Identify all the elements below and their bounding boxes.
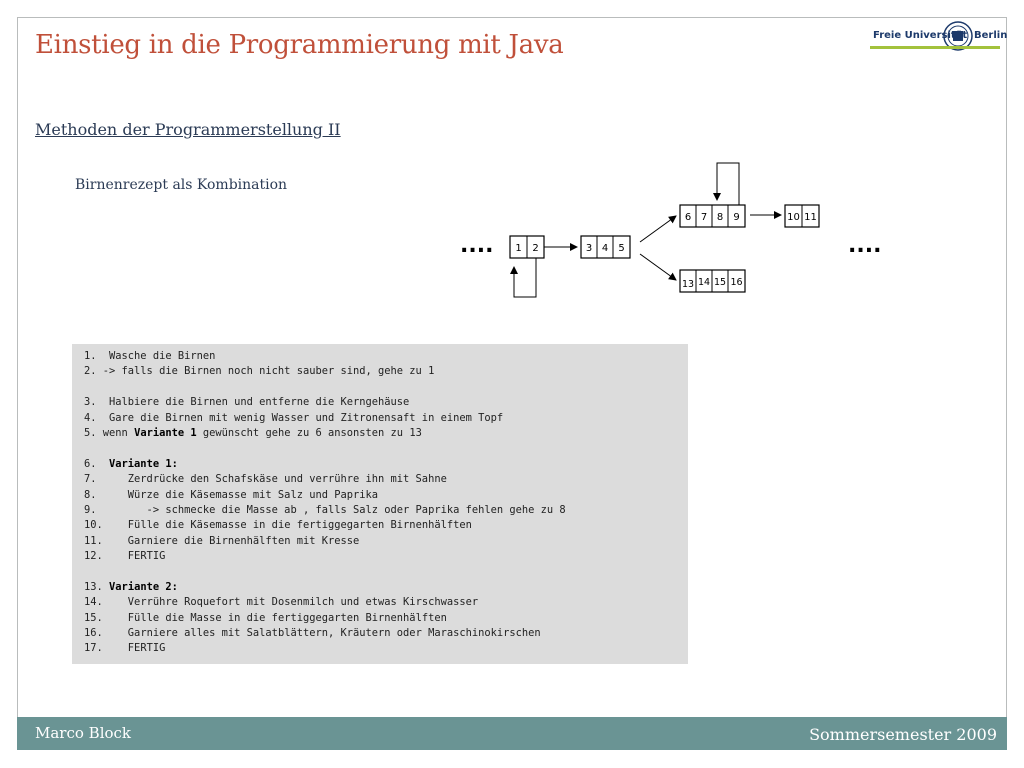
box-cell: 5	[618, 243, 624, 254]
box-cell: 3	[586, 243, 592, 254]
line-text	[97, 458, 110, 470]
line-number: 12.	[84, 550, 103, 563]
arrow-b-c	[639, 215, 677, 243]
line-text: -> falls die Birnen noch nicht sauber si…	[96, 365, 435, 378]
step-box-1-2: 1 2	[509, 235, 545, 259]
line-number: 5.	[84, 426, 97, 439]
line-text: FERTIG	[102, 550, 166, 563]
line-text: Fülle die Käsemasse in die fertiggegarte…	[102, 519, 472, 532]
box-cell: 16	[730, 277, 742, 288]
box-cell: 10	[787, 212, 800, 223]
diagram-caption: Birnenrezept als Kombination	[75, 177, 288, 193]
code-line: 9. -> schmecke die Masse ab , falls Salz…	[84, 503, 676, 518]
code-line: 6. Variante 1:	[84, 457, 676, 472]
ellipsis-right: ....	[848, 233, 881, 258]
box-cell: 15	[714, 277, 726, 288]
line-bold-text: Variante 1	[134, 426, 197, 439]
line-text: wenn	[96, 426, 135, 439]
code-line: 4. Gare die Birnen mit wenig Wasser und …	[84, 411, 676, 426]
code-line: 10. Fülle die Käsemasse in die fertiggeg…	[84, 518, 676, 533]
footer-semester: Sommersemester 2009	[809, 725, 997, 744]
line-number: 8.	[84, 488, 97, 501]
code-line: 17. FERTIG	[84, 641, 676, 656]
code-line: 14. Verrühre Roquefort mit Dosenmilch un…	[84, 595, 676, 610]
line-text: Garniere die Birnenhälften mit Kresse	[102, 534, 360, 547]
line-text: Gare die Birnen mit wenig Wasser und Zit…	[96, 411, 504, 424]
line-bold-text: Variante 1:	[109, 457, 178, 470]
line-bold-text: Variante 2:	[109, 580, 178, 593]
line-text: -> schmecke die Masse ab , falls Salz od…	[96, 503, 566, 516]
box-cell: 7	[701, 212, 707, 223]
box-cell: 8	[717, 212, 723, 223]
code-line	[84, 380, 676, 395]
line-number: 1.	[84, 350, 97, 362]
step-box-3-5: 3 4 5	[580, 235, 631, 259]
code-line: 3. Halbiere die Birnen und entferne die …	[84, 395, 676, 410]
ellipsis-left: ....	[460, 233, 493, 258]
code-line: 11. Garniere die Birnenhälften mit Kress…	[84, 534, 676, 549]
line-text: Verrühre Roquefort mit Dosenmilch und et…	[102, 596, 479, 609]
code-line: 1. Wasche die Birnen	[84, 349, 676, 364]
box-cell: 11	[804, 212, 817, 223]
line-number: 11.	[84, 534, 103, 547]
code-line: 13. Variante 2:	[84, 580, 676, 595]
box-cell: 4	[602, 243, 608, 254]
footer-author: Marco Block	[35, 724, 132, 742]
loop-arrow-1-2	[510, 258, 537, 298]
section-heading: Methoden der Programmerstellung II	[35, 120, 341, 139]
line-text: Garniere alles mit Salatblättern, Kräute…	[102, 627, 541, 640]
line-text: FERTIG	[102, 642, 166, 655]
line-number: 14.	[84, 596, 103, 609]
logo-accent-bar	[870, 46, 1000, 49]
code-line	[84, 564, 676, 579]
line-text: Halbiere die Birnen und entferne die Ker…	[96, 396, 410, 409]
box-cell: 14	[698, 277, 710, 288]
logo-left-text: Freie Universität	[873, 30, 968, 41]
step-box-6-9: 6 7 8 9	[679, 204, 746, 228]
line-number: 3.	[84, 396, 97, 409]
box-cell: 2	[532, 243, 538, 254]
line-number: 4.	[84, 411, 97, 424]
code-line	[84, 441, 676, 456]
code-line: 8. Würze die Käsemasse mit Salz und Papr…	[84, 488, 676, 503]
line-number: 16.	[84, 627, 103, 640]
line-number: 7.	[84, 473, 97, 486]
code-line: 5. wenn Variante 1 gewünscht gehe zu 6 a…	[84, 426, 676, 441]
line-number: 15.	[84, 611, 103, 624]
code-line: 15. Fülle die Masse in die fertiggegarte…	[84, 611, 676, 626]
box-cell: 1	[515, 243, 521, 254]
line-text: Fülle die Masse in die fertiggegarten Bi…	[102, 611, 447, 624]
line-number: 13.	[84, 580, 103, 593]
arrow-b-e	[639, 253, 677, 281]
line-text: Wasche die Birnen	[96, 350, 216, 362]
code-line: 12. FERTIG	[84, 549, 676, 564]
flow-diagram: .... .... 1 2 3 4 5 6 7 8 9 10 11	[460, 162, 881, 298]
loop-arrow-6-9	[713, 162, 740, 205]
line-number: 9.	[84, 503, 97, 516]
box-cell: 6	[685, 212, 691, 223]
line-text: Würze die Käsemasse mit Salz und Paprika	[96, 488, 379, 501]
line-text-tail: gewünscht gehe zu 6 ansonsten zu 13	[196, 426, 422, 439]
line-number: 2.	[84, 365, 97, 378]
footer-bar: Marco Block Sommersemester 2009	[17, 717, 1007, 750]
line-number: 10.	[84, 519, 103, 532]
box-cell: 9	[733, 212, 739, 223]
slide-title: Einstieg in die Programmierung mit Java	[35, 30, 564, 60]
step-box-10-11: 10 11	[784, 204, 820, 228]
code-line: 7. Zerdrücke den Schafskäse und verrühre…	[84, 472, 676, 487]
line-number: 17.	[84, 642, 103, 655]
logo-right-text: Berlin	[974, 30, 1008, 41]
line-number: 6.	[84, 457, 97, 470]
line-text: Zerdrücke den Schafskäse und verrühre ih…	[96, 473, 447, 486]
box-cell: 13	[682, 279, 694, 290]
university-logo: Freie Universität Berlin	[870, 20, 1007, 60]
code-line: 2. -> falls die Birnen noch nicht sauber…	[84, 364, 676, 379]
code-line: 16. Garniere alles mit Salatblättern, Kr…	[84, 626, 676, 641]
step-box-13-16: 13 14 15 16	[679, 269, 746, 293]
